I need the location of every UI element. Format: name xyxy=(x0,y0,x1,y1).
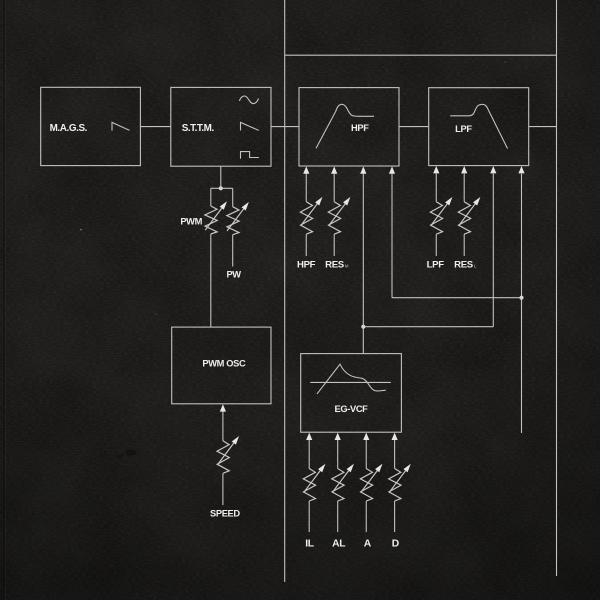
svg-text:M: M xyxy=(345,264,349,269)
svg-text:RES: RES xyxy=(325,260,345,271)
svg-text:PWM: PWM xyxy=(180,216,202,226)
svg-text:EG-VCF: EG-VCF xyxy=(334,404,368,414)
svg-text:A: A xyxy=(364,539,372,550)
svg-text:D: D xyxy=(392,539,399,550)
svg-text:HPF: HPF xyxy=(351,123,369,133)
svg-text:LPF: LPF xyxy=(455,124,472,134)
svg-text:L: L xyxy=(474,264,477,269)
svg-text:PW: PW xyxy=(226,270,241,280)
svg-text:SPEED: SPEED xyxy=(210,509,240,519)
svg-text:PWM OSC: PWM OSC xyxy=(202,358,246,368)
svg-text:LPF: LPF xyxy=(427,260,445,271)
svg-text:AL: AL xyxy=(332,539,345,550)
svg-text:HPF: HPF xyxy=(297,260,316,271)
svg-text:M.A.G.S.: M.A.G.S. xyxy=(50,123,88,134)
svg-text:IL: IL xyxy=(305,539,314,550)
svg-text:RES: RES xyxy=(454,260,474,271)
svg-text:S.T.T.M.: S.T.T.M. xyxy=(182,123,215,134)
